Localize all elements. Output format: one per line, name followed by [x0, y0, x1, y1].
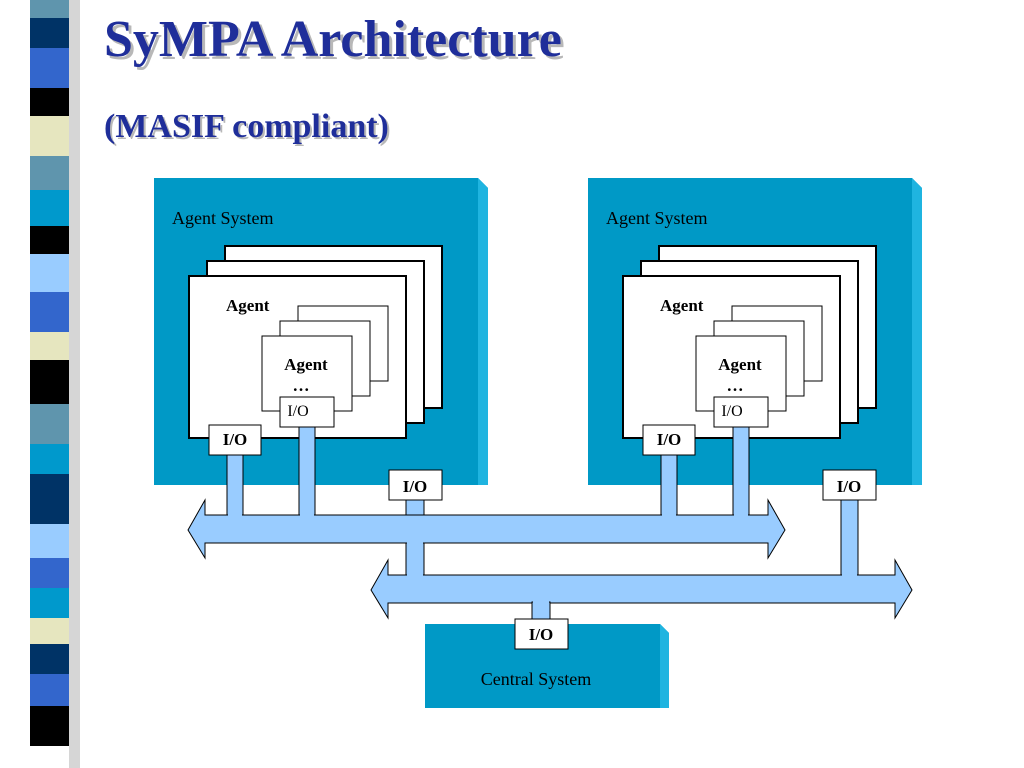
- stripe-block: [30, 558, 69, 588]
- stripe-block: [30, 332, 69, 360]
- agent-system-label: Agent System: [606, 208, 708, 228]
- stripe-block: [30, 360, 69, 404]
- system-io-label: I/O: [403, 477, 428, 496]
- system-io-box: [822, 469, 877, 501]
- agent-system-right: Agent System Agent Agent … I/O I/O I/O: [588, 178, 922, 576]
- slide-title: SyMPA Architecture: [104, 11, 562, 68]
- stripe-block: [30, 674, 69, 706]
- inner-agent-label: Agent: [284, 355, 328, 374]
- agent-system-label: Agent System: [172, 208, 274, 228]
- inner-io-box: [713, 396, 769, 428]
- stripe-block: [30, 156, 69, 190]
- connector-system-io: [840, 499, 859, 576]
- stripe-block: [30, 444, 69, 474]
- agent-io-box: [642, 424, 696, 456]
- inner-io-label: I/O: [721, 403, 742, 420]
- slide-subtitle: (MASIF compliant): [104, 108, 389, 145]
- central-io-label: I/O: [529, 625, 554, 644]
- stripe-block: [30, 18, 69, 48]
- system-io-label: I/O: [837, 477, 862, 496]
- stripe-block: [30, 226, 69, 254]
- stripe-block: [30, 88, 69, 116]
- stripe-block: [30, 48, 69, 88]
- lower-bus-arrow: [370, 558, 913, 620]
- stripe-block: [30, 588, 69, 618]
- central-io-box: [514, 618, 569, 650]
- inner-agent-label: Agent: [718, 355, 762, 374]
- system-io-box: [388, 469, 443, 501]
- agent-io-label: I/O: [223, 430, 248, 449]
- agent-system-left: Agent System Agent Agent … I/O I/O I/O: [154, 178, 488, 576]
- upper-bus-arrow: [187, 498, 786, 560]
- agent-io-label: I/O: [657, 430, 682, 449]
- stripe-block: [30, 524, 69, 558]
- stripe-block: [30, 292, 69, 332]
- central-system-label: Central System: [481, 669, 592, 689]
- agent-io-box: [208, 424, 262, 456]
- decorative-stripe: [30, 0, 80, 768]
- stripe-block: [30, 190, 69, 226]
- stripe-block: [30, 706, 69, 746]
- connector-inner-io: [298, 426, 316, 516]
- stripe-block: [30, 474, 69, 524]
- agent-label: Agent: [226, 296, 270, 315]
- stripe-block: [30, 0, 69, 18]
- stripe-block: [30, 618, 69, 644]
- stripe-block: [30, 644, 69, 674]
- inner-io-label: I/O: [287, 403, 308, 420]
- stripe-block: [30, 404, 69, 444]
- connector-inner-io: [732, 426, 750, 516]
- stripe-block: [30, 116, 69, 156]
- agent-label: Agent: [660, 296, 704, 315]
- inner-agent-ellipsis: …: [293, 376, 310, 395]
- central-system: I/O Central System: [425, 618, 669, 708]
- inner-agent-ellipsis: …: [727, 376, 744, 395]
- stripe-block: [30, 254, 69, 292]
- inner-io-box: [279, 396, 335, 428]
